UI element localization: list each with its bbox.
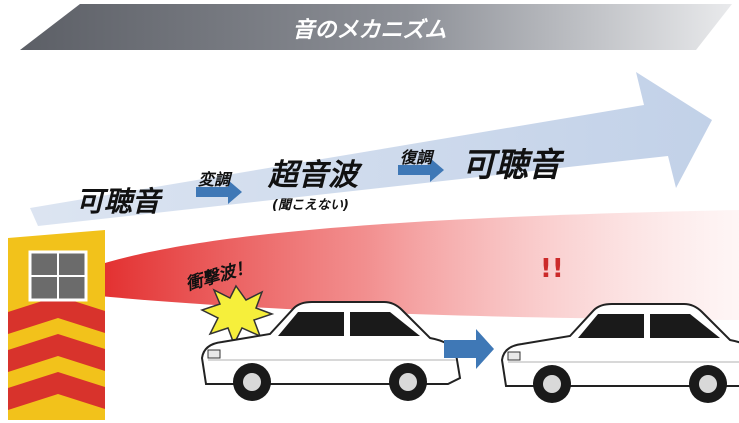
- flow-label-ultrasonic: 超音波: [268, 158, 358, 193]
- ultrasonic-beam: [62, 210, 739, 320]
- flow-label-audible-input: 可聴音: [76, 185, 161, 218]
- surprise-marks: !!: [540, 254, 564, 284]
- flow-label-ultrasonic-note: (聞こえない): [272, 198, 349, 213]
- flow-label-modulation: 変調: [198, 170, 231, 189]
- header-band: [20, 4, 732, 50]
- flow-label-demodulation: 復調: [400, 148, 433, 167]
- header-title: 音のメカニズム: [292, 18, 447, 43]
- movement-arrow-icon: [444, 329, 494, 369]
- car-icon: [500, 303, 739, 403]
- demodulation-arrow-icon: [398, 158, 444, 182]
- flow-label-audible-output: 可聴音: [462, 145, 561, 184]
- modulation-arrow-icon: [196, 180, 242, 204]
- speaker-device-icon: [8, 230, 105, 420]
